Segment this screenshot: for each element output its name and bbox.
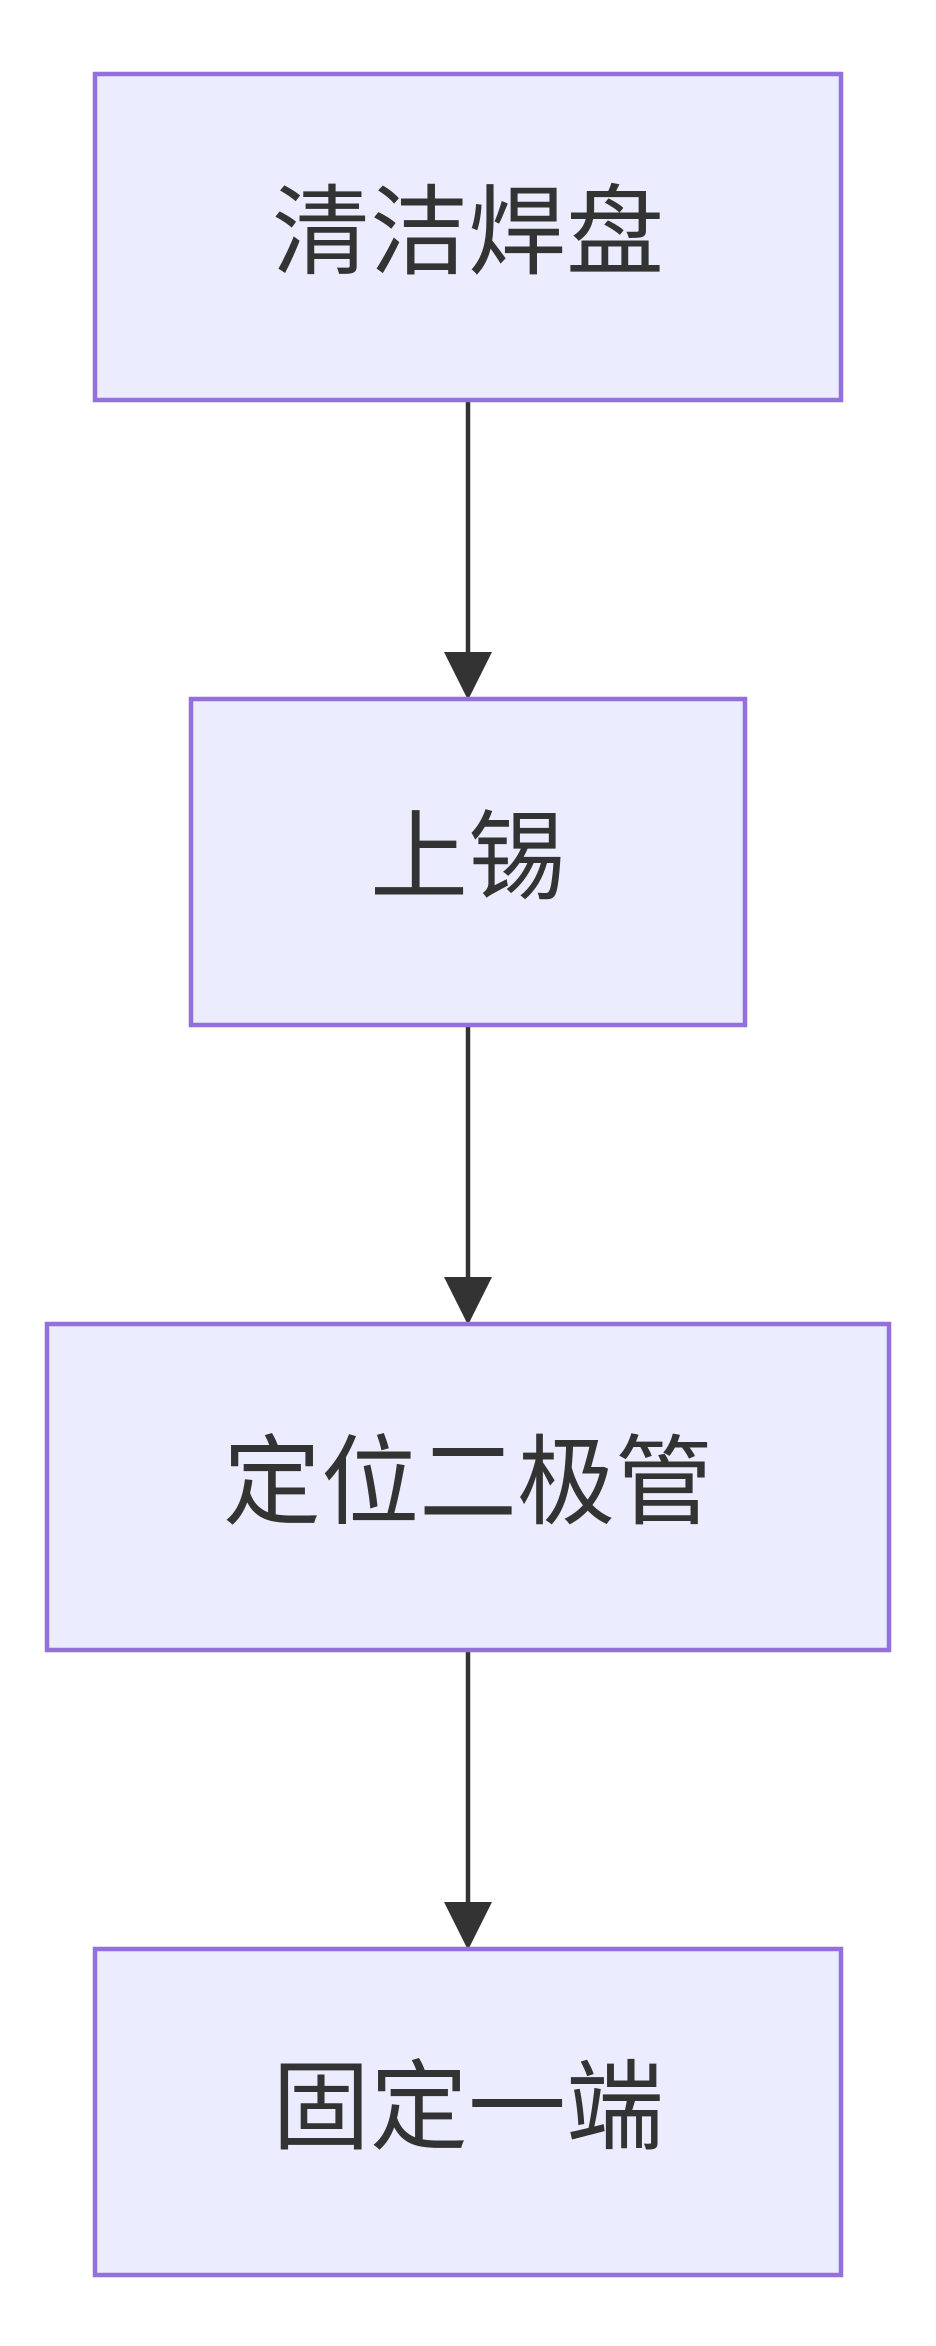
node-2-box: [188, 696, 748, 1028]
node-2[interactable]: 上锡: [188, 696, 748, 1028]
node-4[interactable]: 固定一端: [92, 1946, 844, 2278]
node-3[interactable]: 定位二极管: [44, 1321, 892, 1653]
edge-2-arrowhead: [444, 1277, 492, 1325]
node-3-box: [44, 1321, 892, 1653]
edge-3-arrowhead: [444, 1902, 492, 1950]
node-4-label: 固定一端: [272, 2051, 664, 2165]
node-4-box: [92, 1946, 844, 2278]
edge-3: [444, 1650, 492, 1950]
node-1[interactable]: 清洁焊盘: [92, 71, 844, 403]
node-3-label: 定位二极管: [223, 1426, 713, 1540]
edge-2: [444, 1025, 492, 1325]
node-1-box: [92, 71, 844, 403]
edge-1-arrowhead: [444, 652, 492, 700]
node-1-label: 清洁焊盘: [272, 176, 664, 290]
edge-1: [444, 400, 492, 700]
node-2-label: 上锡: [370, 801, 566, 915]
